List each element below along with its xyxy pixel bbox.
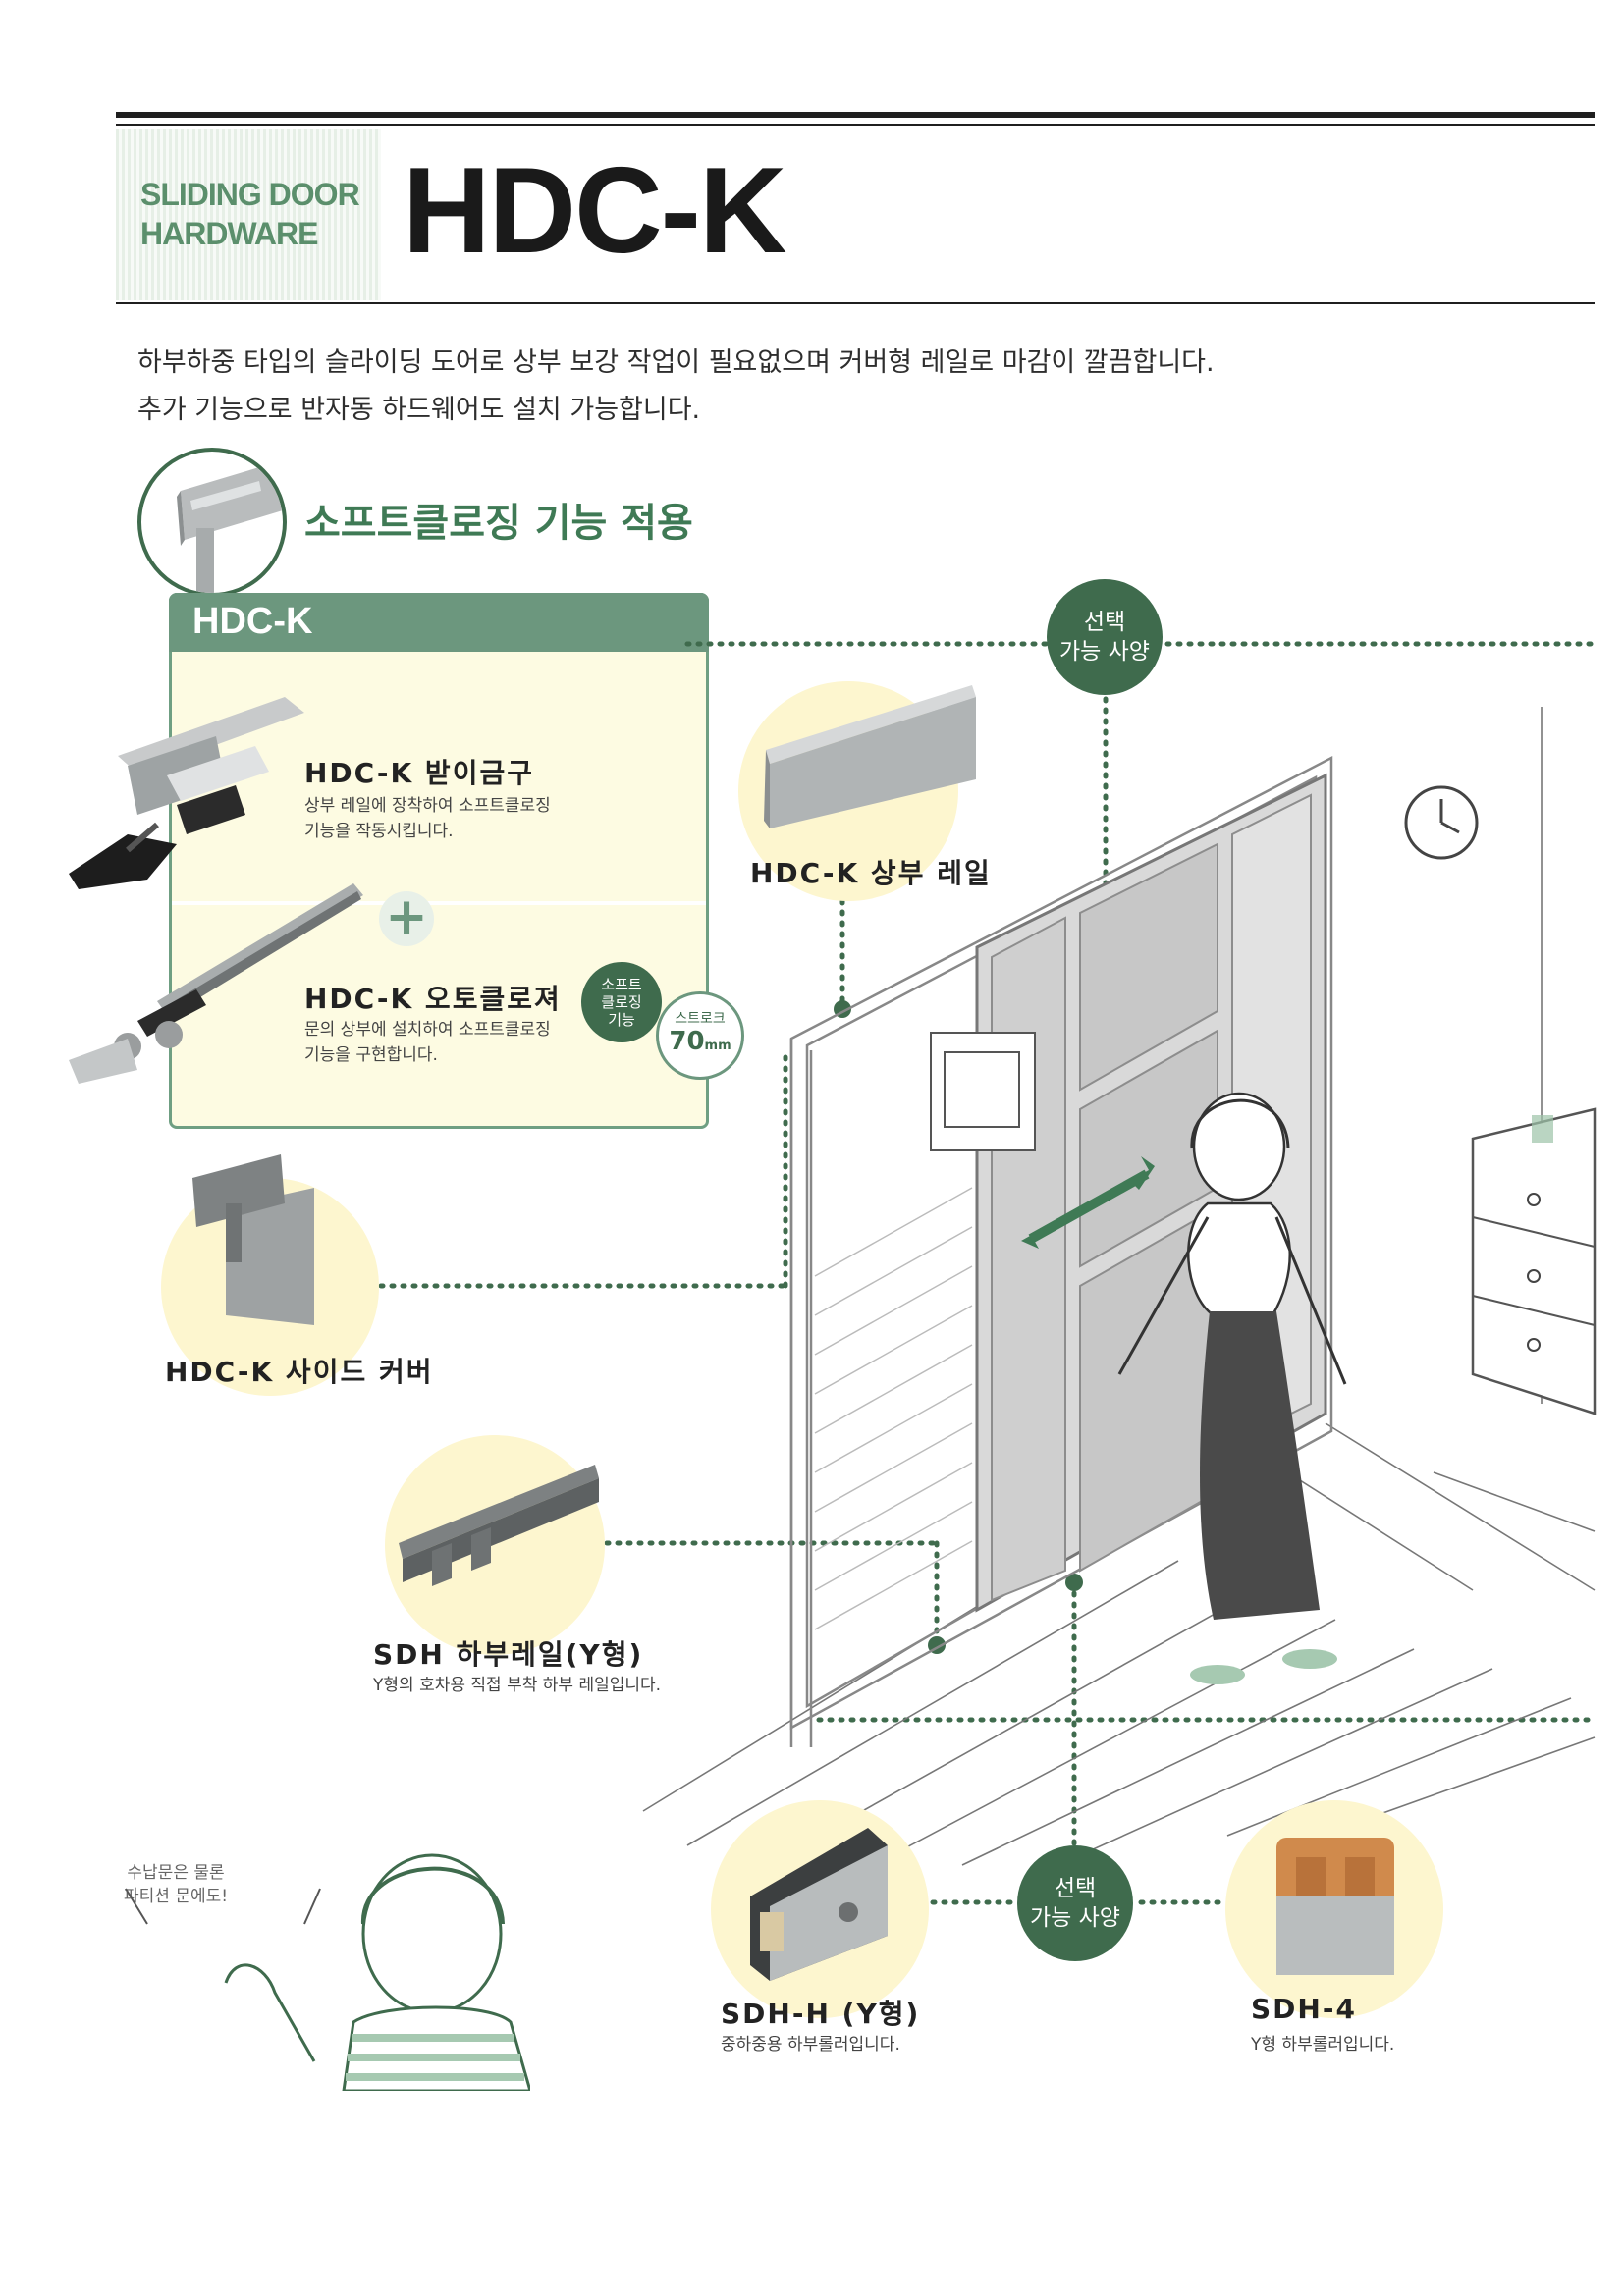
stroke-label: 스트로크 — [675, 1011, 726, 1027]
auto-closer-image — [69, 883, 363, 1084]
soft-badge-line: 소프트 — [601, 976, 642, 993]
side-cover-name: HDC-K 사이드 커버 — [165, 1356, 434, 1388]
speech-line: 수납문은 물론 — [127, 1863, 225, 1883]
sdh-4-name: SDH-4 — [1251, 1993, 1357, 2025]
intro-text: 하부하중 타입의 슬라이딩 도어로 상부 보강 작업이 필요없으며 커버형 레일… — [137, 340, 1215, 434]
receiver-bracket-name: HDC-K 받이금구 — [304, 757, 534, 789]
option-line: 선택 — [1054, 1876, 1097, 1901]
side-cover-image — [192, 1154, 314, 1325]
page-title: HDC-K — [403, 143, 786, 279]
option-badge-bottom: 선택 가능 사양 — [1017, 1845, 1133, 1961]
lower-rail-desc: Y형의 호차용 직접 부착 하부 레일입니다. — [373, 1676, 662, 1695]
sdh-h-name: SDH-H (Y형) — [721, 1998, 921, 2030]
desc-line: 기능을 구현합니다. — [304, 1045, 438, 1065]
upper-rail-name: HDC-K 상부 레일 — [750, 857, 992, 889]
intro-line-2: 추가 기능으로 반자동 하드웨어도 설치 가능합니다. — [137, 395, 701, 425]
receiver-bracket-desc: 상부 레일에 장착하여 소프트클로징 기능을 작동시킵니다. — [304, 793, 551, 844]
panel-header — [169, 593, 709, 652]
feature-title: 소프트클로징 기능 적용 — [304, 501, 693, 546]
option-line: 선택 — [1083, 610, 1126, 635]
option-line: 가능 사양 — [1059, 639, 1150, 665]
header-rule-thin — [116, 124, 1595, 126]
sdh-4-desc: Y형 하부롤러입니다. — [1251, 2035, 1395, 2055]
auto-closer-name: HDC-K 오토클로져 — [304, 983, 562, 1015]
character-illustration — [125, 1853, 530, 2091]
option-badge-top: 선택 가능 사양 — [1047, 579, 1163, 695]
speech-bubble: 수납문은 물론 파티션 문에도! — [124, 1861, 228, 1908]
rail-profile-icon — [177, 461, 283, 593]
stroke-value: 70 — [669, 1027, 705, 1056]
panel-title: HDC-K — [192, 601, 313, 642]
header-rule-thick — [116, 112, 1595, 118]
lower-rail-image — [399, 1465, 599, 1586]
sdh-h-image — [750, 1828, 888, 1981]
sdh-4-image — [1276, 1838, 1394, 1975]
speech-line: 파티션 문에도! — [124, 1887, 229, 1906]
auto-closer-desc: 문의 상부에 설치하여 소프트클로징 기능을 구현합니다. — [304, 1017, 551, 1068]
category-line-2: HARDWARE — [140, 216, 318, 251]
panel-divider — [172, 901, 706, 905]
category-label: SLIDING DOOR HARDWARE — [140, 175, 360, 253]
desc-line: 기능을 작동시킵니다. — [304, 822, 454, 841]
upper-rail-image — [764, 685, 976, 828]
soft-closing-badge: 소프트 클로징 기능 — [581, 962, 662, 1042]
soft-badge-line: 기능 — [608, 1011, 635, 1029]
plus-icon: + — [379, 891, 434, 946]
receiver-bracket-image — [69, 697, 304, 889]
lower-rail-name: SDH 하부레일(Y형) — [373, 1638, 644, 1671]
sdh-h-desc: 중하중용 하부롤러입니다. — [721, 2035, 900, 2055]
header-rule-bottom — [116, 302, 1595, 304]
stroke-badge: 스트로크 70mm — [656, 991, 744, 1080]
intro-line-1: 하부하중 타입의 슬라이딩 도어로 상부 보강 작업이 필요없으며 커버형 레일… — [137, 347, 1215, 378]
category-box — [116, 129, 381, 300]
desc-line: 문의 상부에 설치하여 소프트클로징 — [304, 1020, 551, 1040]
desc-line: 상부 레일에 장착하여 소프트클로징 — [304, 796, 551, 816]
stroke-unit: mm — [704, 1039, 731, 1053]
option-line: 가능 사양 — [1030, 1905, 1120, 1931]
category-line-1: SLIDING DOOR — [140, 177, 360, 212]
soft-badge-line: 클로징 — [601, 993, 642, 1011]
